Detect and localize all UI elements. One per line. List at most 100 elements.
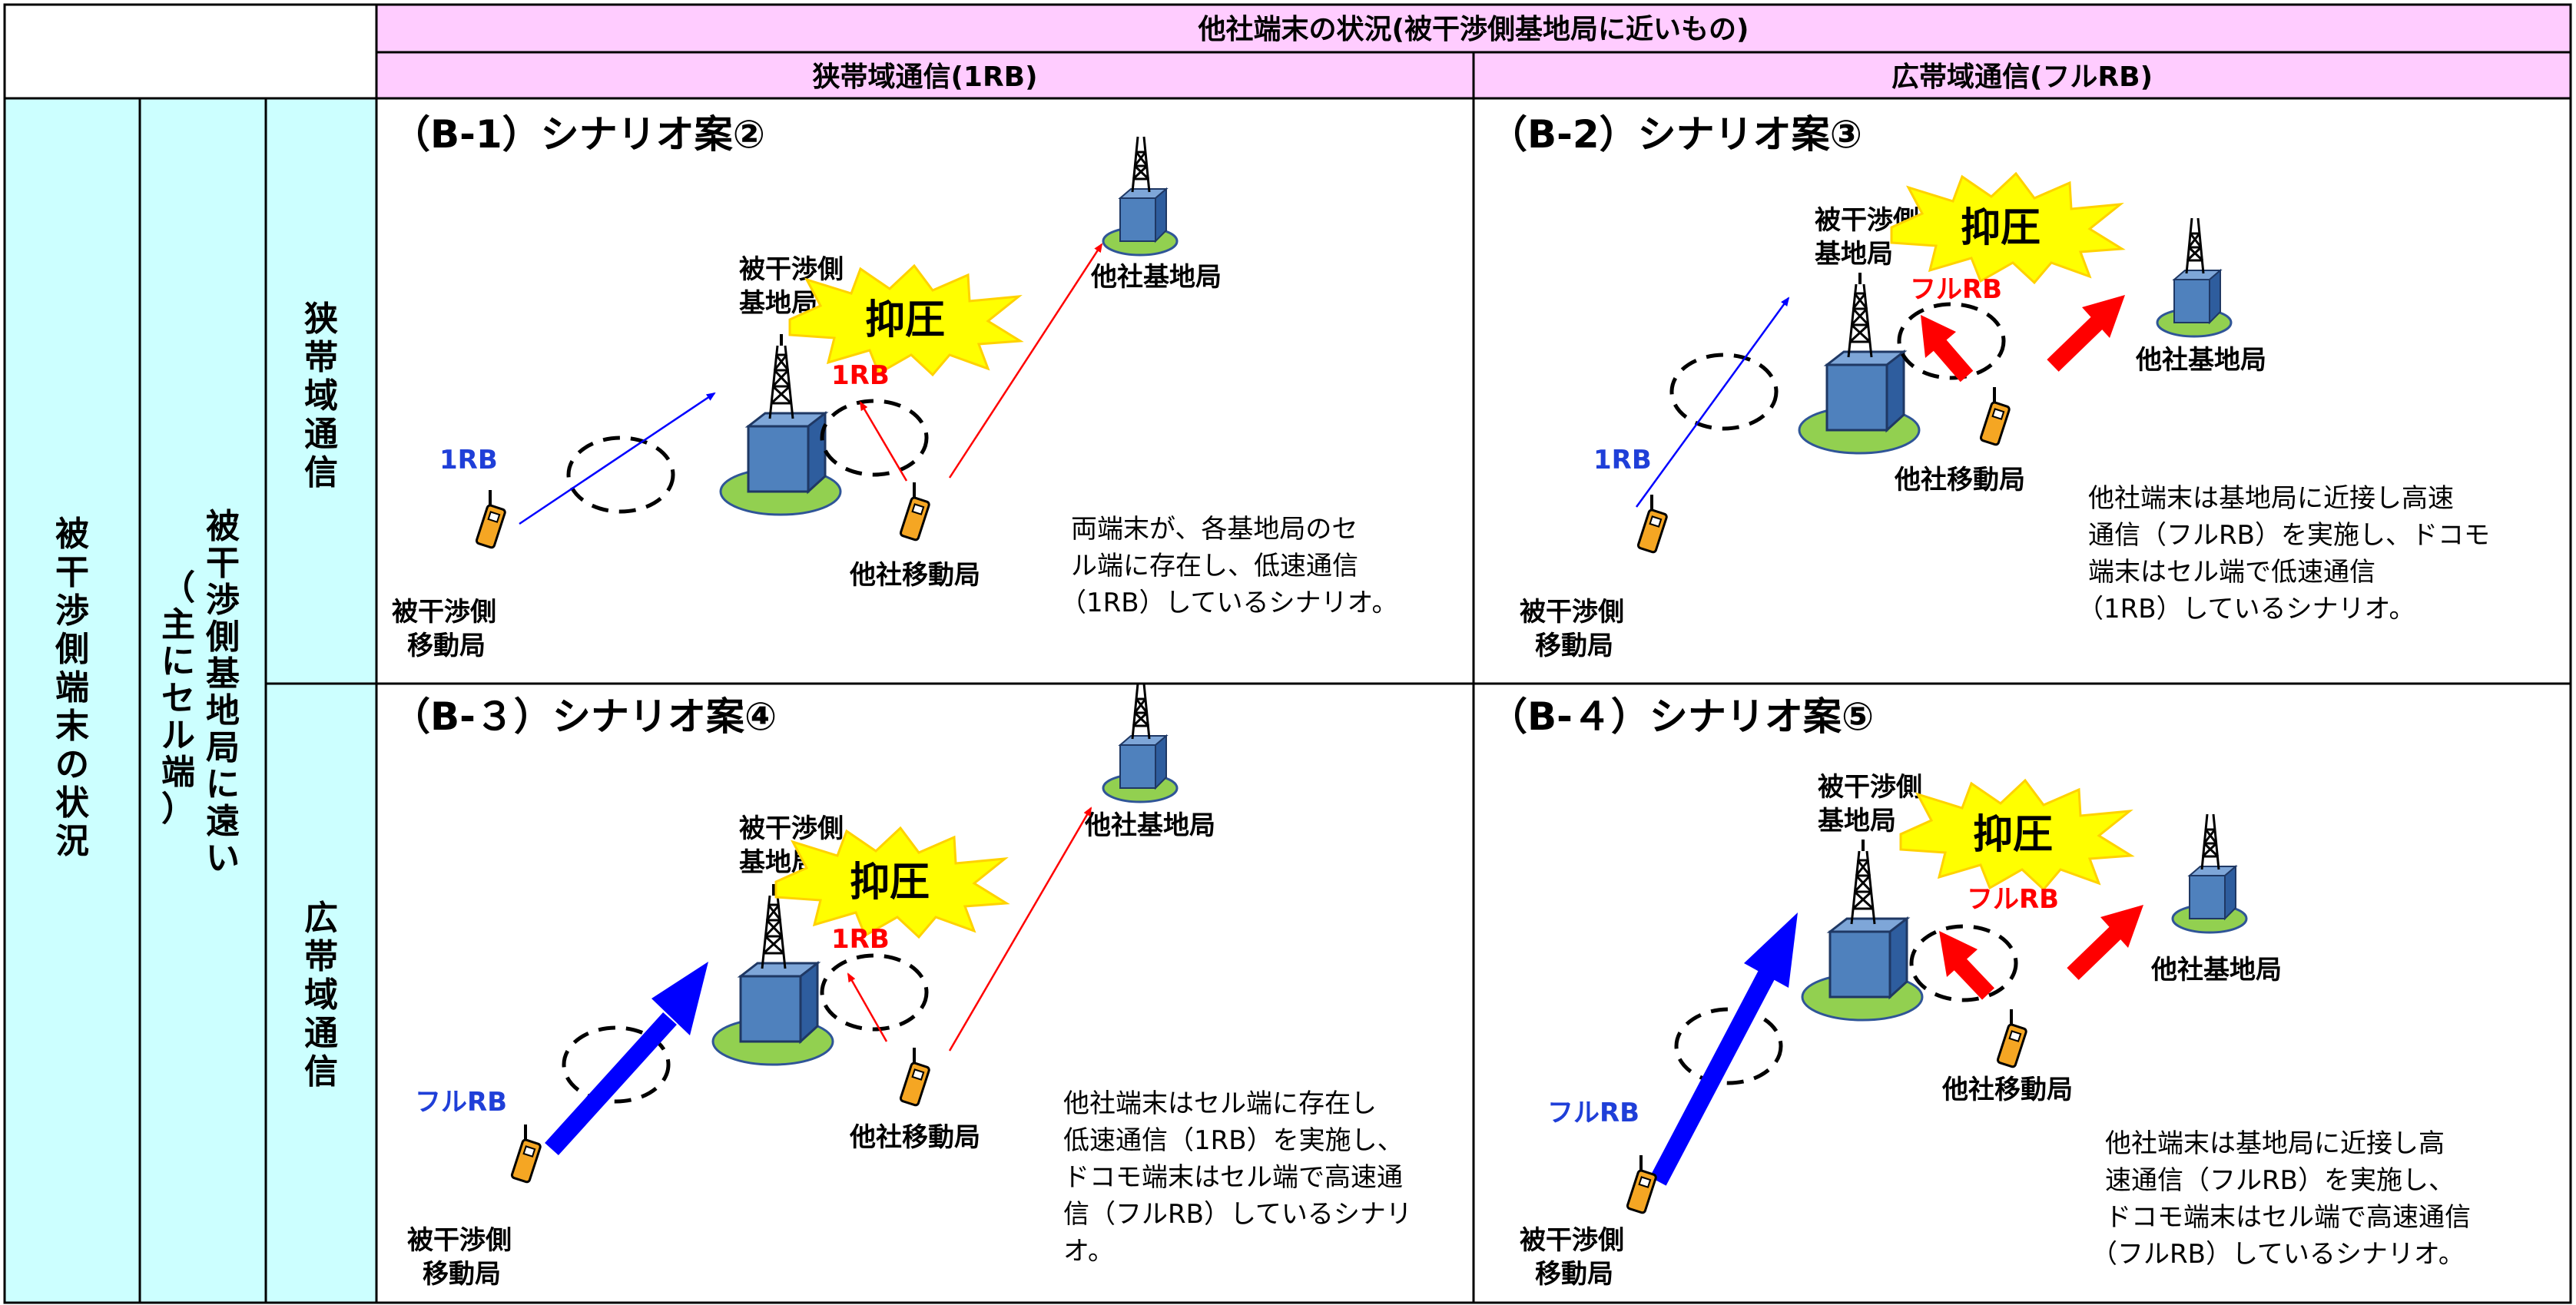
row-label-char: 状: [55, 783, 90, 823]
victim-link-arrow: [1635, 296, 1790, 508]
panel-title: （B-４）シナリオ案⑤: [1489, 694, 1874, 739]
panel-title: （B-2）シナリオ案③: [1489, 112, 1862, 157]
other-ms-label: 他社移動局: [1941, 1075, 2073, 1105]
victim-ms-label: 移動局: [407, 631, 486, 661]
victim-rb-label: フルRB: [1547, 1098, 1639, 1128]
row-label-char: 干: [55, 553, 89, 592]
row-label-char: 基: [206, 654, 240, 694]
victim-rb-label: 1RB: [439, 445, 498, 475]
row-label-char: 末: [55, 707, 89, 746]
victim-bs-label: 被干渉側: [1818, 772, 1922, 803]
table-frame: [3, 3, 2572, 1304]
suppression-label: 抑圧: [850, 860, 930, 906]
victim-link-arrow: [1649, 913, 1798, 1186]
description-line: （1RB）しているシナリオ。: [1060, 588, 1398, 618]
row-label-char: 端: [161, 753, 195, 792]
description-line: 他社端末はセル端に存在し: [1063, 1088, 1377, 1119]
victim-bs-label: 基地局: [1818, 806, 1896, 836]
panel-title: （B-３）シナリオ案④: [392, 694, 777, 739]
description-line: 端末はセル端で低速通信: [2088, 557, 2375, 588]
row-label-narrow: 狭 帯 域 通 信: [304, 300, 338, 492]
other-link-arrow: [2067, 905, 2143, 980]
row-label-char: 信: [304, 1052, 338, 1091]
row-label-char: 地: [206, 691, 240, 730]
row-label-char: い: [206, 839, 240, 878]
other-link-arrow: [948, 807, 1092, 1052]
row-label-char: 局: [206, 728, 240, 767]
row-label-char: 帯: [304, 338, 338, 377]
row-label-char: 側: [205, 618, 240, 657]
panel-b2: （B-2）シナリオ案③ 他社基地局 被干渉側 基地局 抑圧 フルRB 1RB 被…: [1489, 112, 2490, 661]
panel-title: （B-1）シナリオ案②: [392, 112, 765, 157]
description-line: 他社端末は基地局に近接し高: [2105, 1128, 2445, 1159]
other-bs-label: 他社基地局: [2135, 345, 2266, 376]
row-label-char: に: [206, 765, 240, 804]
other-uplink-arrow: [1921, 315, 1974, 383]
other-bs-label: 他社基地局: [2150, 955, 2282, 985]
victim-ms-label: 移動局: [1535, 1259, 1613, 1290]
victim-bs-label: 基地局: [1815, 239, 1893, 270]
row-label-char: に: [161, 642, 195, 681]
row-label-char: 通: [304, 415, 338, 454]
victim-ms-label: 被干渉側: [1520, 1225, 1624, 1256]
suppression-label: 抑圧: [865, 297, 945, 343]
row-label-char: 信: [304, 453, 338, 492]
description-line: 両端末が、各基地局のセ: [1071, 514, 1358, 545]
suppression-label: 抑圧: [1973, 812, 2053, 858]
description-line: オ。: [1063, 1236, 1114, 1267]
row-label-char: 況: [55, 822, 89, 861]
other-link-arrow: [948, 243, 1103, 479]
header-top: 他社端末の状況(被干渉側基地局に近いもの): [1198, 14, 1749, 45]
row-label-col2b: （ 主 に セ ル 端 ）: [161, 568, 195, 829]
other-bs-label: 他社基地局: [1090, 262, 1222, 293]
description-line: 通信（フルRB）を実施し、ドコモ: [2088, 520, 2490, 551]
victim-rb-label: フルRB: [415, 1087, 507, 1118]
row-label-char: ）: [161, 790, 195, 829]
row-label-col2a: 被 干 渉 側 基 地 局 に 遠 い: [205, 507, 240, 878]
victim-link-arrow: [545, 962, 708, 1156]
row-label-char: 広: [304, 899, 338, 938]
row-label-char: 干: [206, 544, 240, 583]
victim-bs-label: 被干渉側: [739, 813, 844, 844]
panel-b3: （B-３）シナリオ案④ 他社基地局 被干渉側 基地局 抑圧 1RB フルRB 被…: [392, 682, 1412, 1290]
row-label-char: 端: [55, 668, 89, 707]
description-line: 速通信（フルRB）を実施し、: [2105, 1165, 2455, 1196]
row-label-char: 渉: [55, 591, 89, 631]
other-rb-label: フルRB: [1967, 884, 2059, 915]
other-ms-label: 他社移動局: [849, 560, 980, 591]
row-label-char: 主: [161, 605, 195, 644]
row-label-char: 域: [304, 376, 338, 416]
suppression-label: 抑圧: [1961, 205, 2041, 251]
other-bs-label: 他社基地局: [1084, 810, 1215, 841]
row-label-char: ル: [161, 716, 195, 755]
row-label-char: 狭: [304, 300, 338, 339]
row-label-char: の: [55, 745, 89, 784]
victim-bs-label: 被干渉側: [739, 254, 844, 285]
victim-link-arrow: [519, 392, 716, 525]
header-wideband: 広帯域通信(フルRB): [1891, 61, 2153, 93]
row-label-char: 通: [304, 1014, 338, 1053]
description-line: 他社端末は基地局に近接し高速: [2088, 483, 2454, 514]
victim-ms-label: 被干渉側: [407, 1225, 512, 1256]
description-line: ドコモ端末はセル端で高速通信: [2105, 1202, 2471, 1233]
row-label-char: 域: [304, 975, 338, 1015]
other-ms-label: 他社移動局: [1894, 465, 2025, 495]
row-label-char: 被: [55, 515, 89, 554]
row-label-col1: 被 干 渉 側 端 末 の 状 況: [55, 515, 90, 861]
header-narrowband: 狭帯域通信(1RB): [812, 61, 1037, 93]
victim-ms-label: 被干渉側: [1520, 597, 1624, 628]
description-line: （フルRB）しているシナリオ。: [2091, 1239, 2465, 1270]
row-label-char: 側: [55, 630, 89, 669]
row-label-char: （: [161, 568, 195, 608]
row-label-char: 渉: [206, 581, 240, 620]
other-uplink-arrow: [847, 972, 888, 1042]
other-ms-label: 他社移動局: [849, 1122, 980, 1153]
row-label-wide: 広 帯 域 通 信: [304, 899, 338, 1091]
panel-b1: （B-1）シナリオ案② 他社基地局 被干渉側 基地局 抑圧 1RB 1RB 被干…: [392, 112, 1398, 661]
other-rb-label: フルRB: [1910, 274, 2002, 305]
row-label-char: セ: [161, 679, 195, 718]
other-rb-label: 1RB: [831, 360, 890, 391]
row-label-char: 遠: [206, 802, 240, 841]
row-label-char: 被: [206, 507, 240, 546]
description-line: （1RB）しているシナリオ。: [2077, 594, 2415, 624]
